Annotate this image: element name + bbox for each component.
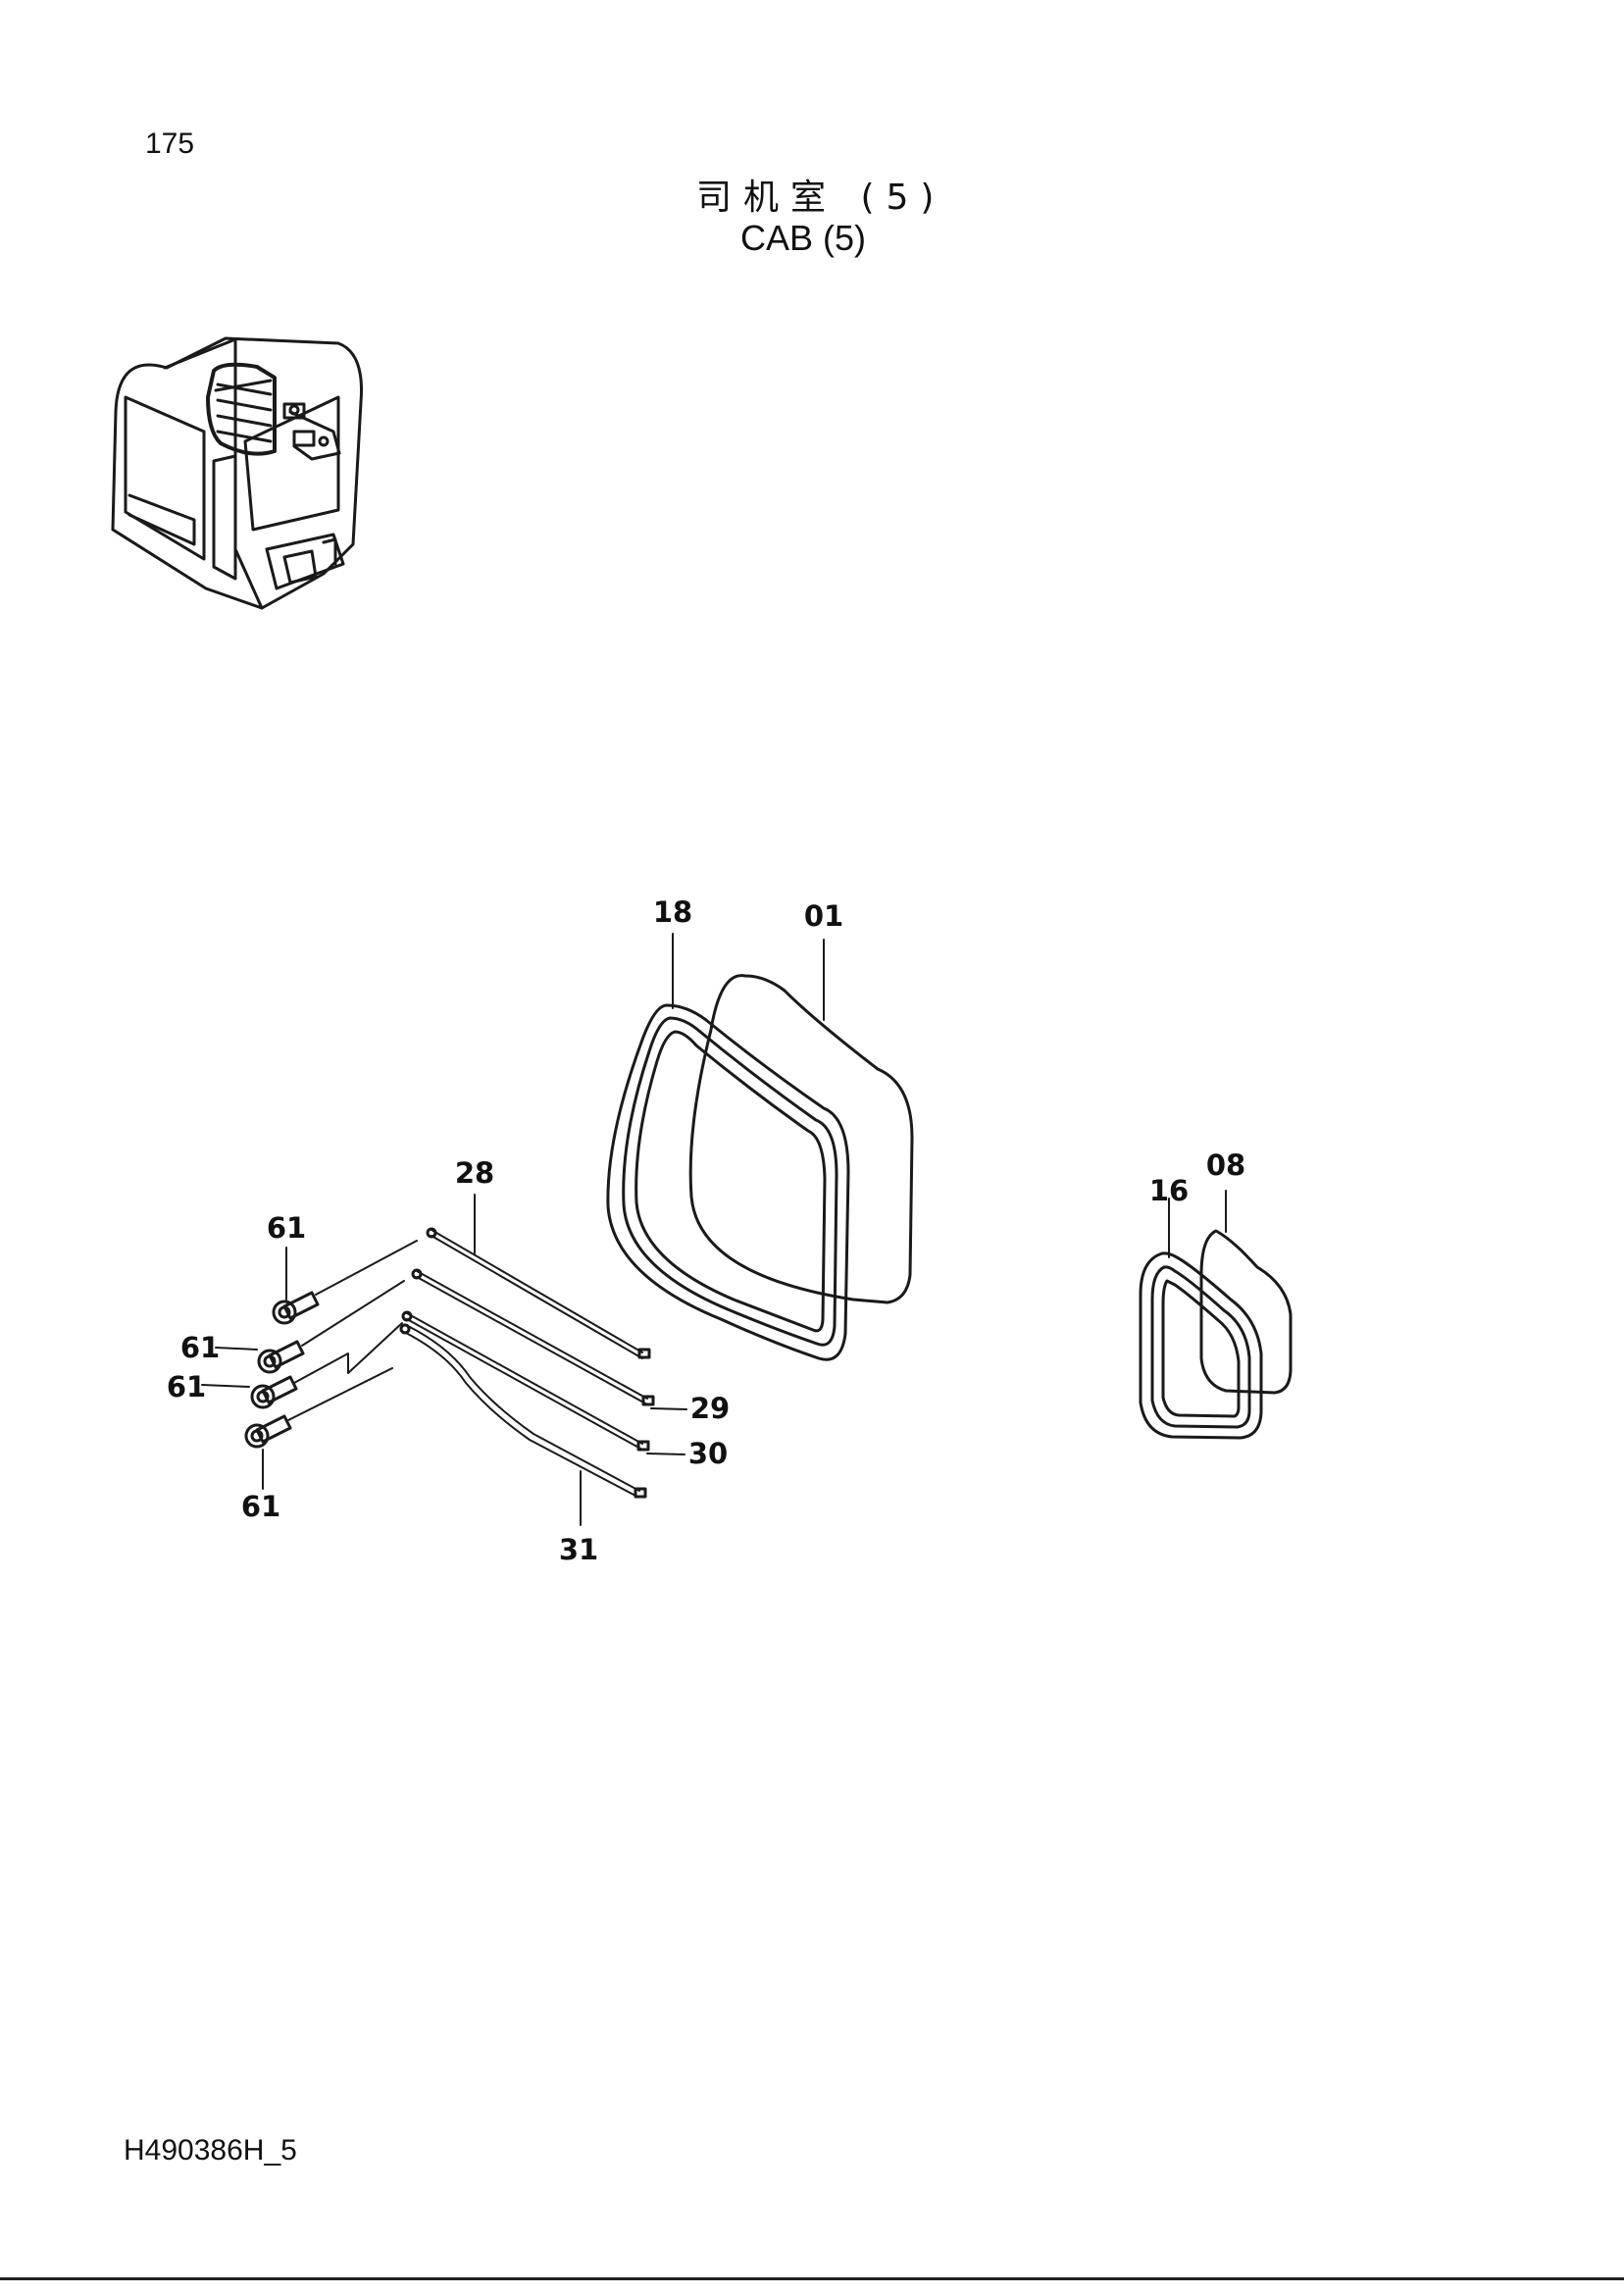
callout-01: 01: [804, 899, 843, 933]
weather-strip-18: [606, 1003, 850, 1361]
callout-28: 28: [455, 1156, 494, 1190]
callout-61-bottom: 61: [241, 1490, 280, 1523]
callout-61-top: 61: [267, 1211, 306, 1245]
page-title-chinese: 司机室 (5): [696, 178, 946, 218]
glass-01: [688, 974, 914, 1304]
callout-29: 29: [690, 1392, 730, 1425]
callout-31: 31: [559, 1533, 598, 1566]
callout-18: 18: [653, 895, 692, 929]
glass-08: [1199, 1229, 1293, 1395]
callout-61-third: 61: [167, 1370, 206, 1403]
bottom-rule: [0, 2277, 1624, 2280]
rods-28-31: [399, 1227, 655, 1499]
page-title-english: CAB (5): [740, 218, 867, 258]
cab-overview-illustration: [111, 336, 364, 610]
document-code: H490386H_5: [124, 2134, 297, 2167]
callout-61-second: 61: [180, 1331, 220, 1364]
callout-08: 08: [1206, 1148, 1245, 1182]
page-number: 175: [145, 128, 195, 160]
callout-30: 30: [688, 1437, 728, 1470]
weather-strip-16: [1139, 1251, 1263, 1440]
bolts-61: [244, 1240, 418, 1449]
callout-16: 16: [1149, 1174, 1189, 1207]
